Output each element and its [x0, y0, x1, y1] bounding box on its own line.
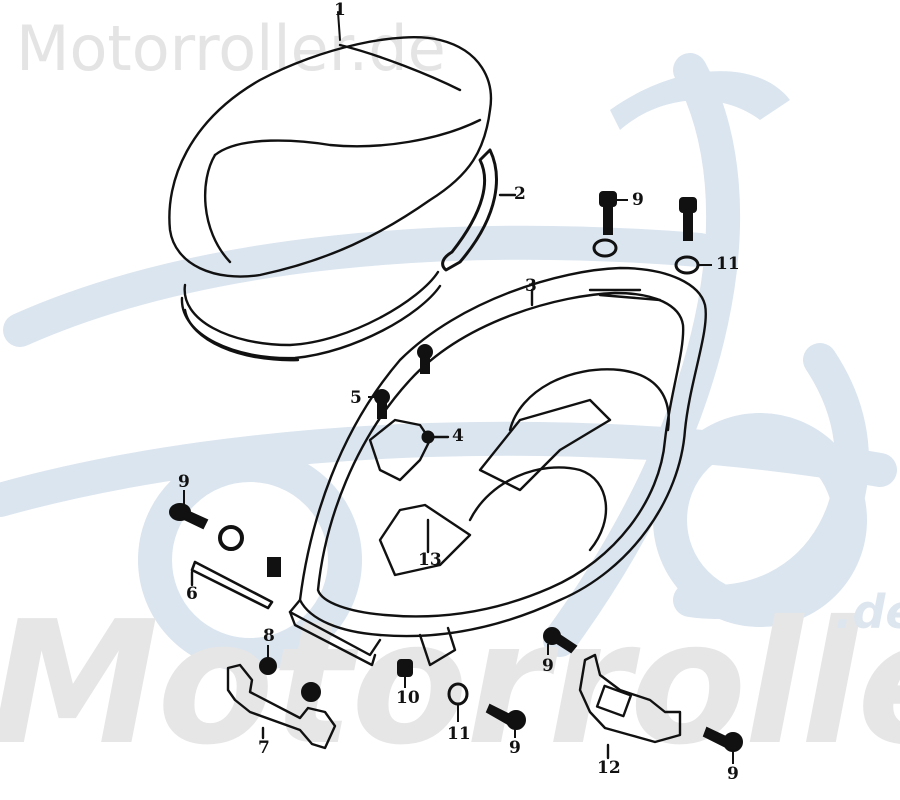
- callout-label-7: 7: [258, 738, 270, 758]
- cover-plate-part: [368, 418, 450, 482]
- bolt-9-bottom-part: [485, 703, 526, 730]
- callout-label-9-bottom: 9: [509, 738, 521, 758]
- watermark-bottom: Motorroller: [0, 585, 900, 783]
- clip-13-part: [378, 503, 472, 577]
- bolt-9-right-part: [702, 726, 743, 752]
- bolt-9-mid-part: [543, 627, 578, 654]
- bolt-9-left-part: [169, 503, 209, 530]
- screw-upper-part: [417, 344, 433, 374]
- watermark-top: Motorroller.de: [16, 12, 446, 85]
- washer-top-left-part: [592, 238, 618, 258]
- washer-11-bottom-part: [447, 682, 469, 706]
- logo-figure-head: [610, 71, 790, 130]
- nut-lower-part: [301, 682, 321, 702]
- callout-label-9-left: 9: [178, 472, 190, 492]
- screw-5-part: [374, 389, 390, 419]
- seat-trim-part: [180, 148, 517, 362]
- nut-8-part: [259, 657, 277, 675]
- callout-label-9-right: 9: [727, 764, 739, 784]
- callout-label-1: 1: [334, 0, 346, 20]
- callout-label-11-top: 11: [716, 254, 740, 274]
- watermark-bottom-suffix: .de: [835, 585, 900, 639]
- callout-label-10: 10: [396, 688, 420, 708]
- bolt-9-top-part: [599, 191, 617, 235]
- callout-label-3: 3: [525, 276, 537, 296]
- callout-label-2: 2: [514, 184, 526, 204]
- seat-part: [168, 11, 493, 278]
- cover-screw-part: [421, 430, 435, 444]
- storage-compartment-part: [288, 266, 707, 667]
- logo-wheel-right: [653, 413, 867, 627]
- clip-10-part: [397, 659, 413, 677]
- callout-label-9-mid: 9: [542, 656, 554, 676]
- hinge-bolt-part: [190, 560, 274, 610]
- bracket-12-part: [578, 653, 682, 760]
- callout-label-9-top: 9: [632, 190, 644, 210]
- bolt-right-top-part: [679, 197, 697, 241]
- clip-small-part: [267, 557, 281, 577]
- callout-label-5: 5: [350, 388, 362, 408]
- callout-label-12: 12: [597, 758, 621, 778]
- callout-label-11-bottom: 11: [447, 724, 471, 744]
- leader-lines: [183, 199, 734, 764]
- logo-stroke-vertical: [543, 53, 741, 657]
- bushing-part: [218, 525, 244, 551]
- callout-label-8: 8: [263, 626, 275, 646]
- bracket-7-part: [226, 663, 337, 750]
- callout-label-6: 6: [186, 584, 198, 604]
- logo-wheel-left: [138, 448, 362, 672]
- callout-label-13: 13: [418, 550, 442, 570]
- washer-11-top-part: [674, 255, 700, 275]
- callout-label-4: 4: [452, 426, 464, 446]
